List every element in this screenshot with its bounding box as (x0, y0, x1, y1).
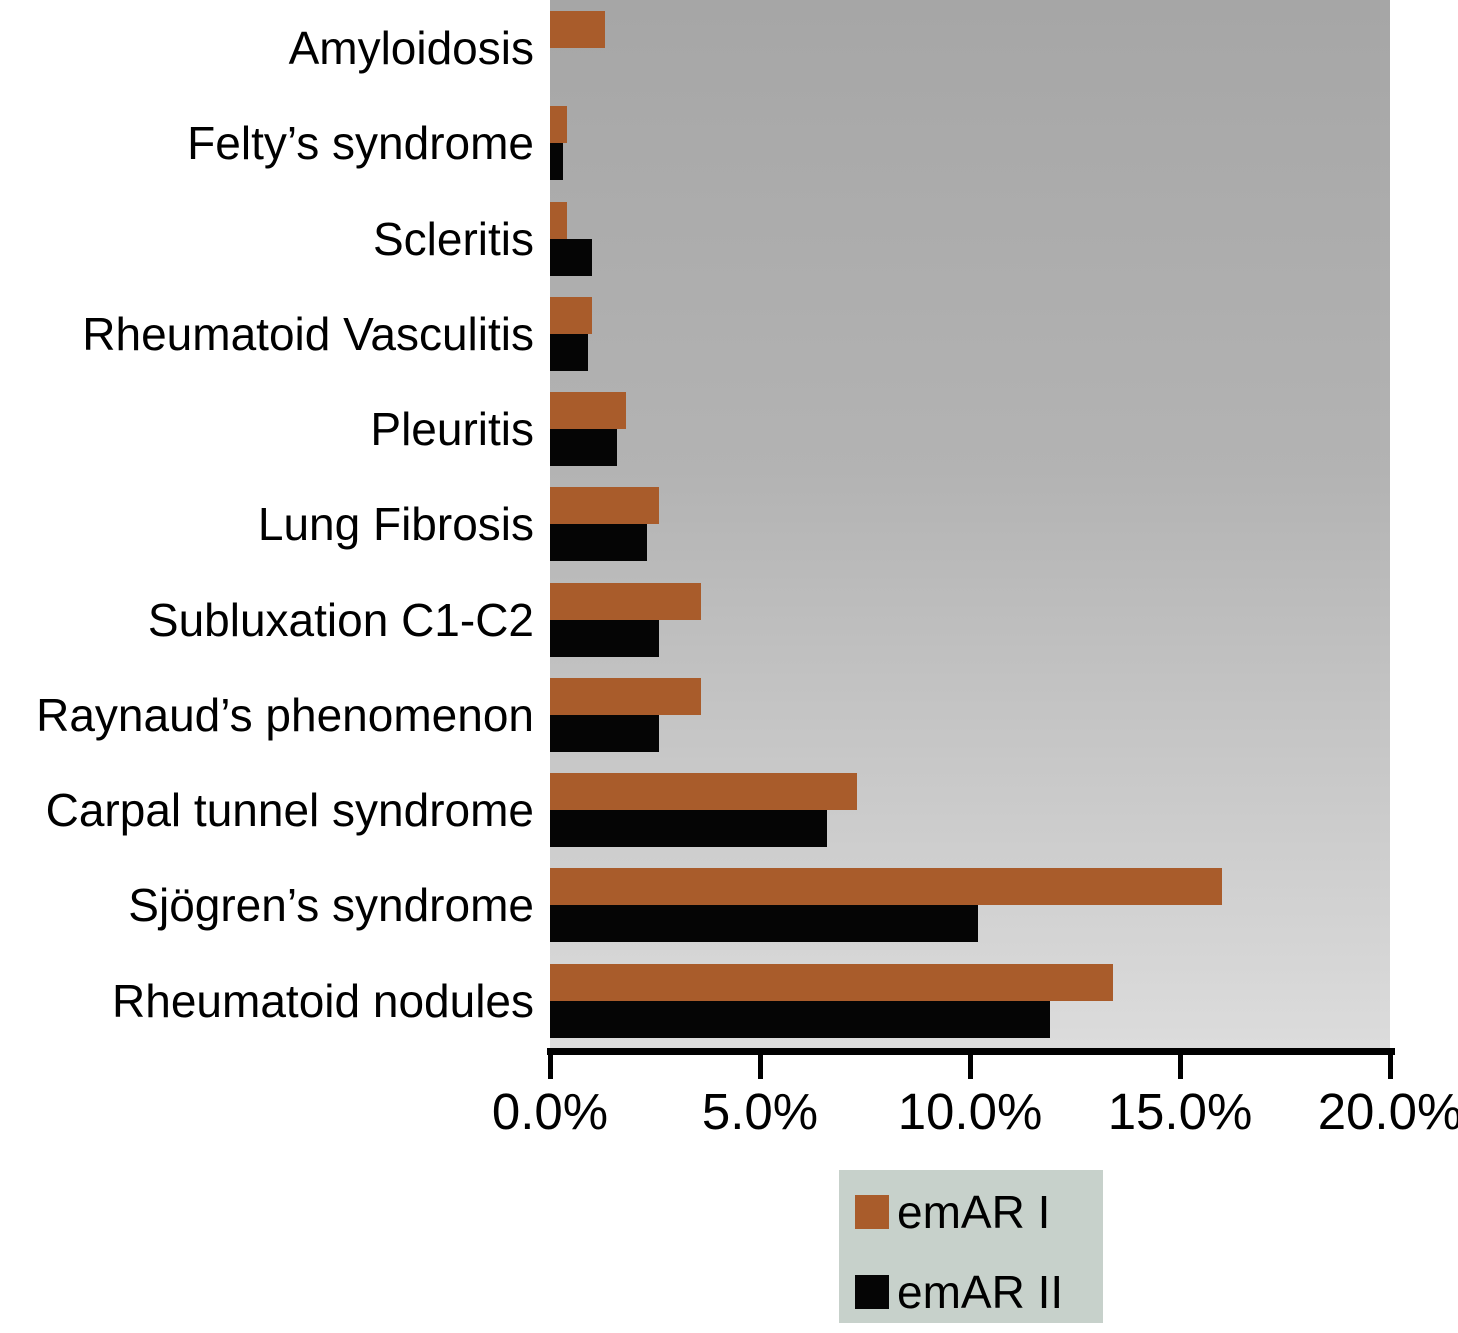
x-tick-label: 20.0% (1317, 1083, 1458, 1140)
legend-label: emAR II (897, 1266, 1064, 1318)
bar-emar1 (550, 106, 567, 143)
category-label: Amyloidosis (288, 22, 534, 74)
legend-label: emAR I (897, 1186, 1051, 1238)
bar-emar1 (550, 773, 857, 810)
bar-emar1 (550, 392, 626, 429)
bar-emar1 (550, 297, 592, 334)
x-tick-label: 15.0% (1107, 1083, 1253, 1140)
category-label: Rheumatoid Vasculitis (82, 308, 534, 360)
legend-item: emAR I (855, 1186, 1051, 1238)
bar-emar1 (550, 11, 605, 48)
bar-emar2 (550, 334, 588, 371)
category-label: Felty’s syndrome (187, 117, 534, 169)
x-tick-mark (758, 1048, 763, 1079)
plot-area (550, 0, 1390, 1048)
legend-swatch-emar2 (855, 1275, 889, 1309)
category-label: Subluxation C1-C2 (147, 594, 534, 646)
category-label: Raynaud’s phenomenon (36, 689, 534, 741)
bar-emar2 (550, 620, 659, 657)
legend-swatch-emar1 (855, 1195, 889, 1229)
x-tick-mark (1388, 1048, 1393, 1079)
x-tick-label: 5.0% (701, 1083, 819, 1140)
bar-emar1 (550, 487, 659, 524)
bar-emar1 (550, 678, 701, 715)
legend: emAR I emAR II (839, 1170, 1103, 1323)
bar-emar1 (550, 868, 1222, 905)
category-label: Sjögren’s syndrome (128, 879, 534, 931)
bar-emar2 (550, 810, 827, 847)
bar-emar2 (550, 239, 592, 276)
x-tick-label: 10.0% (897, 1083, 1043, 1140)
bar-emar2 (550, 429, 617, 466)
bar-emar2 (550, 143, 563, 180)
category-label: Pleuritis (370, 403, 534, 455)
category-label: Carpal tunnel syndrome (45, 784, 534, 836)
bar-emar2 (550, 1001, 1050, 1038)
legend-item: emAR II (855, 1266, 1064, 1318)
bar-emar2 (550, 524, 647, 561)
category-label: Scleritis (372, 213, 534, 265)
x-tick-mark (1178, 1048, 1183, 1079)
x-tick-label: 0.0% (491, 1083, 609, 1140)
bar-emar1 (550, 583, 701, 620)
bar-emar2 (550, 715, 659, 752)
bar-emar1 (550, 964, 1113, 1001)
category-label: Rheumatoid nodules (112, 975, 534, 1027)
bar-emar2 (550, 905, 978, 942)
bar-emar1 (550, 202, 567, 239)
category-label: Lung Fibrosis (257, 498, 534, 550)
x-tick-mark (968, 1048, 973, 1079)
x-tick-mark (548, 1048, 553, 1079)
